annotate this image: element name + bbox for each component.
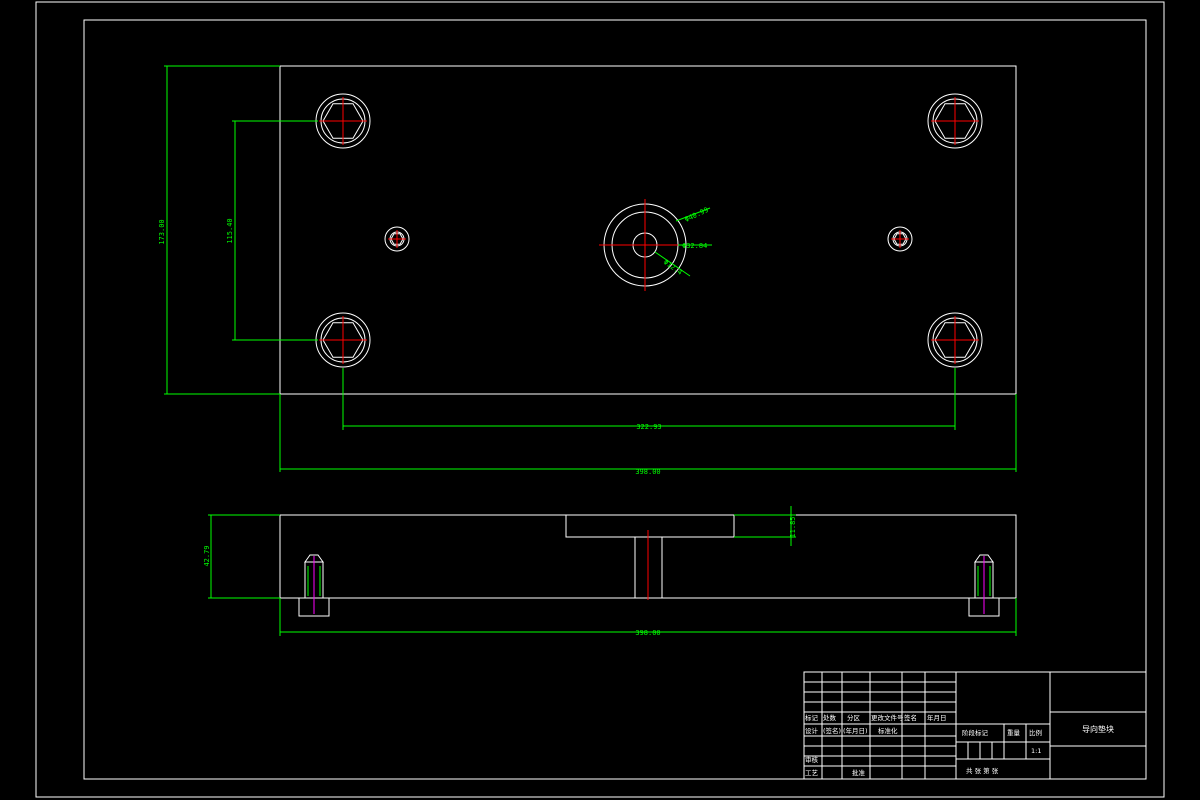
tb-scale: 比例 xyxy=(1029,728,1042,737)
dim-inner-circle: Φ12.4 xyxy=(662,258,684,277)
screw-right xyxy=(968,554,1000,617)
pin-hole-left xyxy=(384,226,410,252)
dim-middle-circle: Φ32.84 xyxy=(682,242,707,250)
screw-left xyxy=(298,554,330,617)
tb-design-date: (年月日) xyxy=(843,726,868,735)
tb-header-zone: 分区 xyxy=(847,713,861,722)
section-recess xyxy=(565,514,735,538)
center-hole xyxy=(599,199,691,291)
tb-header-doc-no: 更改文件号 xyxy=(871,713,904,722)
dim-bolt-spacing-x: 322.93 xyxy=(636,423,661,431)
bolt-hole-bottom-left xyxy=(315,312,371,368)
tb-header-date: 年月日 xyxy=(927,713,947,722)
bolt-hole-bottom-right xyxy=(927,312,983,368)
dim-plate-length: 398.00 xyxy=(635,468,660,476)
tb-header-mark: 标记 xyxy=(805,713,819,722)
bolt-hole-top-left xyxy=(315,93,371,149)
tb-approve-label: 批准 xyxy=(852,768,866,777)
dim-recess-depth: 11.85 xyxy=(789,516,797,537)
dim-section-thickness: 42.79 xyxy=(203,545,211,566)
tb-review-label: 审核 xyxy=(805,755,819,764)
dim-bolt-y-lines xyxy=(232,120,318,341)
dim-section-length-lines xyxy=(279,598,1017,636)
tb-stage-mark: 阶段标记 xyxy=(962,728,989,737)
dim-outer-circle: Φ40.99 xyxy=(683,206,709,224)
tb-process-label: 工艺 xyxy=(805,769,819,777)
tb-design-sign: (签名) xyxy=(823,726,841,735)
inner-border xyxy=(83,19,1147,780)
title-block xyxy=(803,671,1147,780)
dim-height-lines xyxy=(164,65,280,395)
tb-header-count: 处数 xyxy=(823,713,837,722)
title-block-text: 标记 处数 分区 更改文件号 签名 年月日 设计 (签名) (年月日) 标准化 … xyxy=(805,713,1114,777)
tb-drawing-name: 导向垫块 xyxy=(1082,724,1114,734)
tb-scale-value: 1:1 xyxy=(1031,747,1041,755)
dim-bolt-spacing-y: 115.40 xyxy=(226,218,234,243)
dim-thickness-lines xyxy=(208,514,280,599)
dim-length-lines xyxy=(279,394,1017,472)
center-dim-leaders xyxy=(654,207,712,277)
outer-border xyxy=(35,1,1165,798)
plate-outline xyxy=(279,65,1017,395)
dim-section-length: 398.00 xyxy=(635,629,660,637)
tb-standard-label: 标准化 xyxy=(878,726,898,735)
dim-recess-lines xyxy=(734,506,796,546)
tb-weight: 重量 xyxy=(1007,729,1021,737)
bolt-hole-top-right xyxy=(927,93,983,149)
dim-plate-height: 173.00 xyxy=(158,219,166,244)
dim-bolt-x-lines xyxy=(342,368,956,430)
sheet-frame xyxy=(35,1,1165,798)
tb-header-sign: 签名 xyxy=(904,713,917,722)
section-view: 42.79 11.85 398.00 xyxy=(203,506,1017,637)
tb-design-label: 设计 xyxy=(805,726,819,735)
tb-sheets: 共 张 第 张 xyxy=(966,766,999,775)
pin-hole-right xyxy=(887,226,913,252)
plan-view: Φ40.99 Φ32.84 Φ12.4 173.00 115.40 322.93 xyxy=(158,65,1017,476)
